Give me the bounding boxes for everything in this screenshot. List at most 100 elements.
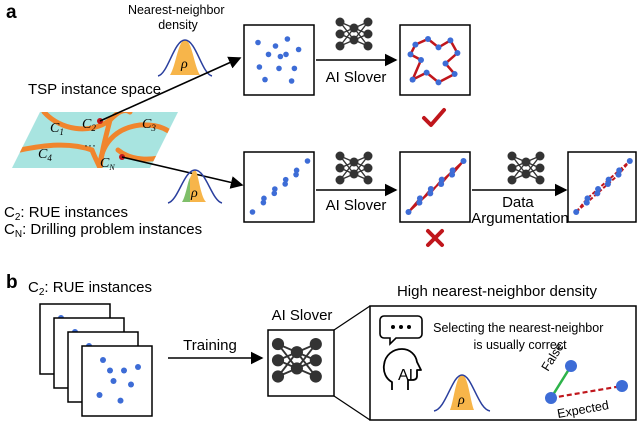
instance-point bbox=[272, 43, 279, 49]
legend-c2: C2: RUE instances bbox=[4, 204, 128, 223]
tour-point bbox=[423, 69, 430, 76]
solver-label-top: AI Slover bbox=[326, 69, 387, 86]
card-point bbox=[128, 381, 134, 388]
net-node bbox=[290, 346, 303, 359]
net-node bbox=[335, 41, 345, 51]
tour-point bbox=[594, 190, 601, 197]
cluster-ellipsis: ··· bbox=[84, 138, 96, 152]
instance-space-label: TSP instance space bbox=[28, 81, 161, 98]
net-node bbox=[521, 157, 531, 167]
net-node bbox=[363, 163, 373, 173]
tour-point bbox=[454, 50, 461, 56]
instance-point bbox=[265, 51, 272, 58]
instance-point bbox=[295, 46, 302, 53]
augmentation-label: Data Argumentation bbox=[471, 194, 569, 227]
arrow-to-top-instances bbox=[99, 56, 242, 122]
tour-point bbox=[447, 37, 454, 44]
tour-point bbox=[442, 60, 449, 67]
card-point bbox=[96, 392, 103, 398]
net-node bbox=[335, 17, 345, 27]
neural-net-icon-augment bbox=[507, 151, 545, 185]
instance-point bbox=[288, 78, 295, 84]
net-node bbox=[363, 41, 373, 51]
card-point bbox=[117, 397, 124, 404]
net-node bbox=[309, 354, 322, 367]
tour-point bbox=[604, 181, 611, 187]
zoom-line-top bbox=[333, 305, 371, 331]
net-node bbox=[535, 163, 545, 173]
tour-point bbox=[451, 71, 458, 77]
instance-point bbox=[262, 76, 268, 83]
tour-point bbox=[435, 79, 442, 86]
instance-point bbox=[249, 209, 256, 215]
net-node bbox=[535, 151, 545, 161]
expected-edge bbox=[550, 384, 623, 400]
instance-point bbox=[261, 195, 267, 202]
instance-card bbox=[81, 345, 153, 417]
net-node bbox=[521, 169, 531, 179]
instance-point bbox=[291, 65, 298, 72]
instance-point bbox=[284, 36, 291, 42]
instance-card-stack bbox=[39, 303, 153, 417]
tour-point bbox=[460, 158, 467, 164]
card-point bbox=[107, 367, 113, 374]
tour-point bbox=[407, 51, 414, 58]
tour-point bbox=[626, 158, 633, 164]
density-curve-bottom: ρ bbox=[167, 169, 223, 204]
tour-point bbox=[416, 199, 423, 206]
edge-point-expected bbox=[616, 380, 628, 392]
net-node bbox=[507, 151, 517, 161]
arrow-to-bottom-instances bbox=[121, 156, 244, 189]
tour-point bbox=[449, 171, 456, 178]
edge-point-false bbox=[565, 360, 577, 372]
tour-point bbox=[425, 36, 431, 42]
tour-point bbox=[412, 41, 419, 48]
instance-point bbox=[255, 39, 261, 46]
neural-net-icon-top bbox=[335, 17, 373, 51]
tour-point bbox=[573, 209, 580, 215]
augmentation-line2: Argumentation bbox=[471, 210, 569, 227]
bottom-instance-points bbox=[249, 158, 311, 215]
net-node bbox=[363, 175, 373, 185]
net-node bbox=[363, 29, 373, 39]
density-label-line2: density bbox=[158, 18, 198, 32]
panel-a-label: a bbox=[6, 2, 17, 23]
instance-point bbox=[282, 176, 289, 183]
instance-point bbox=[260, 199, 267, 206]
net-node bbox=[349, 169, 359, 179]
net-node bbox=[349, 23, 359, 33]
card-point bbox=[121, 367, 127, 374]
density-curve-top: ρ bbox=[157, 39, 213, 77]
top-solution-tour bbox=[407, 36, 461, 86]
instance-point bbox=[256, 64, 263, 70]
top-instance-box bbox=[243, 24, 315, 96]
speech-bubble-icon bbox=[379, 315, 423, 346]
instance-point bbox=[272, 186, 278, 192]
tour-point bbox=[583, 199, 590, 206]
tour-point bbox=[405, 209, 412, 215]
net-node bbox=[271, 338, 285, 351]
bottom-wrong-tour bbox=[405, 158, 467, 215]
rho-symbol-panel-b: ρ bbox=[457, 393, 465, 408]
instance-point bbox=[276, 65, 282, 72]
top-solution-box bbox=[399, 24, 471, 96]
speech-text: Selecting the nearest-neighbor is usuall… bbox=[433, 321, 607, 352]
speech-text-line1: Selecting the nearest-neighbor bbox=[433, 321, 603, 335]
net-node bbox=[309, 338, 322, 351]
card-point bbox=[110, 378, 117, 384]
card-point bbox=[100, 357, 106, 363]
net-node bbox=[363, 17, 373, 27]
ai-label: AI bbox=[398, 367, 413, 384]
tour-point bbox=[418, 57, 424, 63]
tour-point bbox=[427, 190, 434, 197]
instance-point bbox=[277, 53, 284, 60]
bottom-instance-box bbox=[243, 151, 315, 223]
top-instance-points bbox=[255, 36, 302, 84]
net-node bbox=[507, 175, 517, 185]
edge-point-start bbox=[545, 392, 557, 404]
training-label: Training bbox=[183, 337, 237, 354]
false-edge bbox=[549, 365, 573, 399]
tour-point bbox=[435, 44, 442, 51]
solver-label-bottom: AI Slover bbox=[326, 197, 387, 214]
